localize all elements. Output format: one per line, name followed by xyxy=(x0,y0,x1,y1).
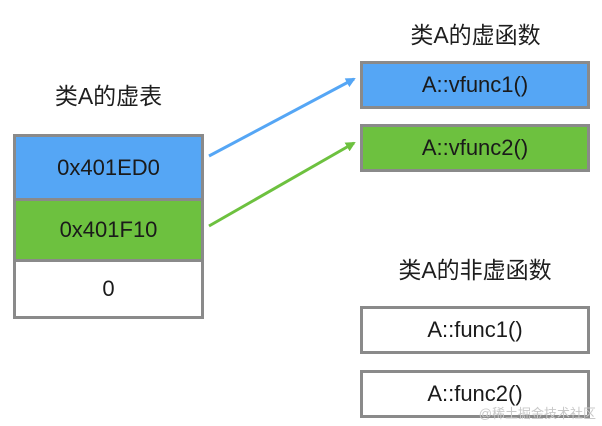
arrow-vfunc1-pointer xyxy=(208,77,356,158)
vtable-title: 类A的虚表 xyxy=(54,83,163,109)
non-virtual-function-box-func2: A::func2() xyxy=(360,370,590,418)
virtual-functions-title: 类A的虚函数 xyxy=(410,22,541,48)
vtable-row-vfunc2-pointer: 0x401F10 xyxy=(16,198,201,259)
watermark: @稀土掘金技术社区 xyxy=(478,406,596,421)
virtual-function-box-vfunc1: A::vfunc1() xyxy=(360,61,590,109)
arrow-vfunc2-pointer xyxy=(208,141,356,228)
vtable: 0x401ED0 0x401F10 0 xyxy=(13,134,204,319)
virtual-function-box-vfunc2: A::vfunc2() xyxy=(360,124,590,172)
vtable-row-vfunc1-pointer: 0x401ED0 xyxy=(16,137,201,198)
non-virtual-function-box-func1: A::func1() xyxy=(360,306,590,354)
non-virtual-functions-title: 类A的非虚函数 xyxy=(398,257,552,283)
vtable-row-terminator: 0 xyxy=(16,259,201,316)
